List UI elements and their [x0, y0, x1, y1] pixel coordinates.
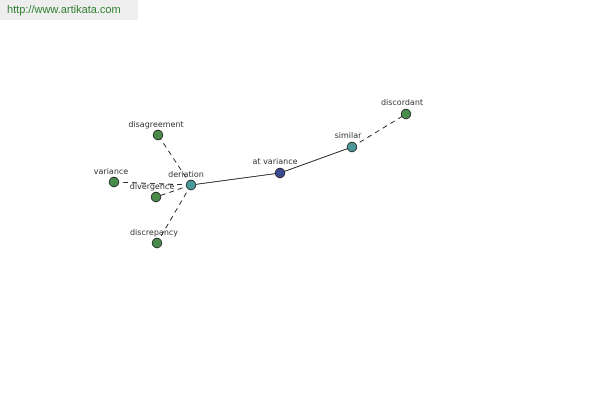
- node-similar[interactable]: [346, 141, 358, 153]
- node-label-discrepancy[interactable]: discrepancy: [130, 228, 178, 237]
- node-label-discordant[interactable]: discordant: [381, 98, 423, 107]
- node-label-at-variance[interactable]: at variance: [252, 157, 297, 166]
- nodes-layer: [108, 108, 412, 249]
- node-variance[interactable]: [108, 176, 120, 188]
- edge-similar-discordant: [351, 113, 407, 148]
- node-discrepancy[interactable]: [151, 237, 163, 249]
- node-divergence[interactable]: [150, 191, 162, 203]
- node-disagreement[interactable]: [152, 129, 164, 141]
- edge-deviation-discrepancy: [156, 184, 192, 244]
- node-label-divergence[interactable]: divergence: [130, 182, 175, 191]
- node-at-variance[interactable]: [274, 167, 286, 179]
- edge-at_variance-deviation: [190, 172, 281, 186]
- edge-deviation-divergence: [155, 184, 192, 198]
- node-label-variance[interactable]: variance: [94, 167, 129, 176]
- node-discordant[interactable]: [400, 108, 412, 120]
- labels-layer: at variance similar discordant deriation dis…: [94, 98, 423, 237]
- edge-at_variance-similar: [279, 146, 353, 174]
- node-label-disagreement[interactable]: disagreement: [128, 120, 183, 129]
- url-banner[interactable]: http://www.artikata.com: [0, 0, 138, 20]
- node-label-deviation[interactable]: deriation: [168, 170, 204, 179]
- edge-deviation-disagreement: [157, 134, 192, 186]
- node-deviation[interactable]: [185, 179, 197, 191]
- url-link[interactable]: http://www.artikata.com: [7, 4, 121, 16]
- edge-deviation-variance: [113, 181, 192, 186]
- edges-layer: [113, 113, 407, 244]
- node-label-similar[interactable]: similar: [335, 131, 363, 140]
